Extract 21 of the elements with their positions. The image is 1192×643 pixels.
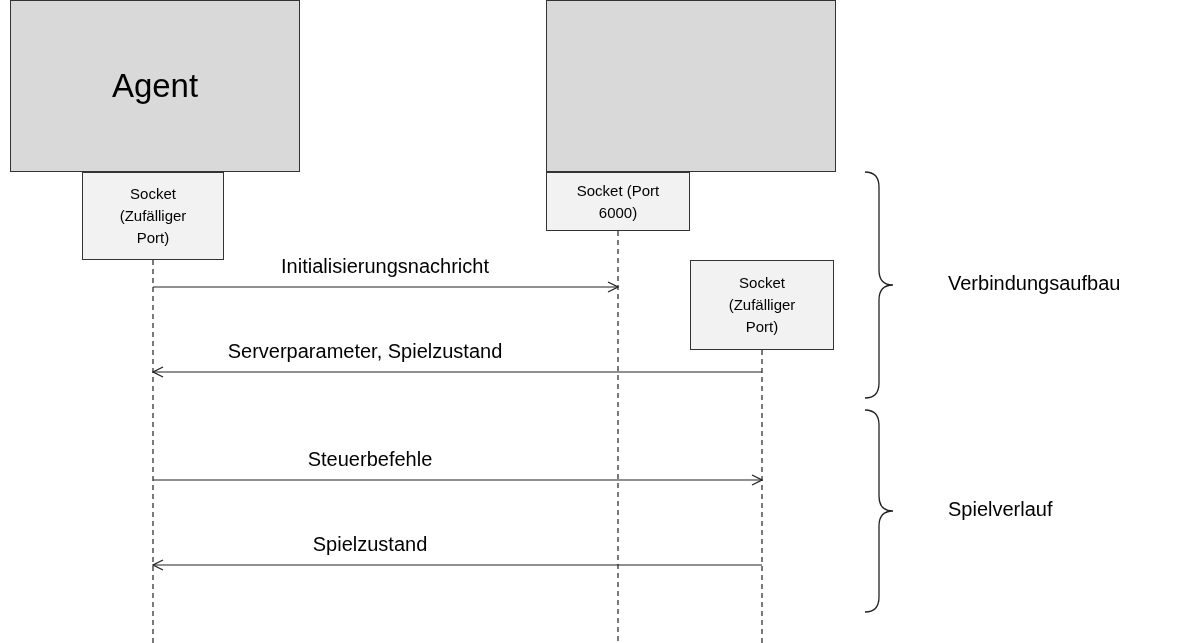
- phase-label: Spielverlauf: [948, 498, 1053, 521]
- lifeline-header-box: [10, 0, 300, 172]
- node-label: Socket (Port 6000): [575, 180, 661, 223]
- socket-box: [82, 172, 224, 260]
- lifeline: [615, 231, 621, 643]
- node-label: Agent: [111, 67, 199, 105]
- message-arrow: [152, 474, 763, 486]
- message-arrow: [152, 281, 619, 293]
- socket-box: [690, 260, 834, 350]
- lifeline-header-box: [546, 0, 836, 172]
- message-arrow: [152, 559, 763, 571]
- node-label: Socket (Zufälliger Port): [118, 184, 188, 248]
- lifeline: [150, 260, 156, 643]
- edge-label: Initialisierungsnachricht: [279, 255, 491, 278]
- edge-label: Serverparameter, Spielzustand: [225, 340, 505, 363]
- edge-label: Spielzustand: [310, 533, 430, 556]
- socket-box: [546, 172, 690, 231]
- lifeline: [759, 350, 765, 643]
- node-label: Socket (Zufälliger Port): [727, 273, 797, 337]
- phase-label: Verbindungsaufbau: [948, 272, 1121, 295]
- message-arrow: [152, 366, 763, 378]
